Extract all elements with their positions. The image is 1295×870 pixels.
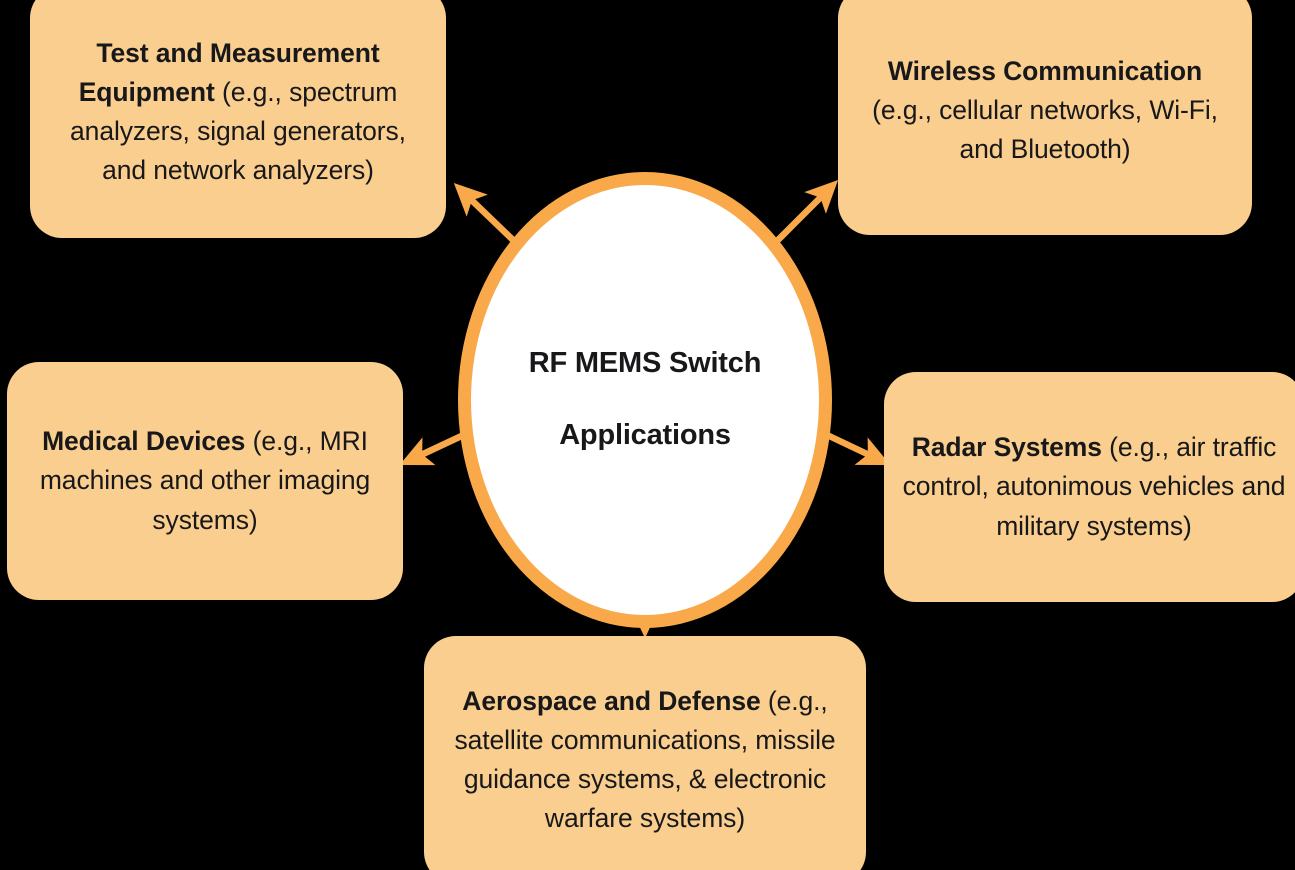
node-title-wireless: Wireless Communication bbox=[887, 55, 1203, 86]
node-detail-wireless: (e.g., cellular networks, Wi-Fi, and Blu… bbox=[872, 94, 1218, 165]
node-detail-medical: (e.g., MRI machines and other imaging sy… bbox=[39, 426, 371, 535]
node-box-medical[interactable]: Medical Devices (e.g., MRI machines and … bbox=[7, 362, 403, 600]
node-box-wireless[interactable]: Wireless Communication (e.g., cellular n… bbox=[838, 0, 1252, 235]
node-text-test-measurement: Test and Measurement Equipment (e.g., sp… bbox=[48, 34, 428, 191]
node-detail-test-measurement: (e.g., spectrum analyzers, signal genera… bbox=[70, 76, 406, 186]
node-box-test-measurement[interactable]: Test and Measurement Equipment (e.g., sp… bbox=[30, 0, 446, 238]
node-title-aerospace: Aerospace and Defense bbox=[462, 685, 761, 716]
node-title-medical: Medical Devices bbox=[42, 426, 246, 457]
node-box-radar[interactable]: Radar Systems (e.g., air traffic control… bbox=[884, 372, 1295, 602]
center-hub-title-line-1: RF MEMS Switch bbox=[528, 347, 762, 380]
node-text-aerospace: Aerospace and Defense (e.g., satellite c… bbox=[442, 682, 848, 839]
node-box-aerospace[interactable]: Aerospace and Defense (e.g., satellite c… bbox=[424, 636, 866, 870]
node-text-radar: Radar Systems (e.g., air traffic control… bbox=[902, 428, 1286, 546]
node-title-radar: Radar Systems bbox=[911, 432, 1102, 463]
center-hub-node[interactable]: RF MEMS Switch Applications bbox=[458, 172, 832, 628]
node-detail-radar: (e.g., air traffic control, autonimous v… bbox=[902, 432, 1286, 541]
node-text-wireless: Wireless Communication (e.g., cellular n… bbox=[856, 52, 1234, 170]
node-text-medical: Medical Devices (e.g., MRI machines and … bbox=[25, 422, 385, 540]
node-detail-aerospace: (e.g., satellite communications, missile… bbox=[454, 685, 836, 834]
node-title-test-measurement: Test and Measurement Equipment bbox=[78, 37, 380, 107]
center-hub-title-line-2: Applications bbox=[559, 419, 731, 451]
